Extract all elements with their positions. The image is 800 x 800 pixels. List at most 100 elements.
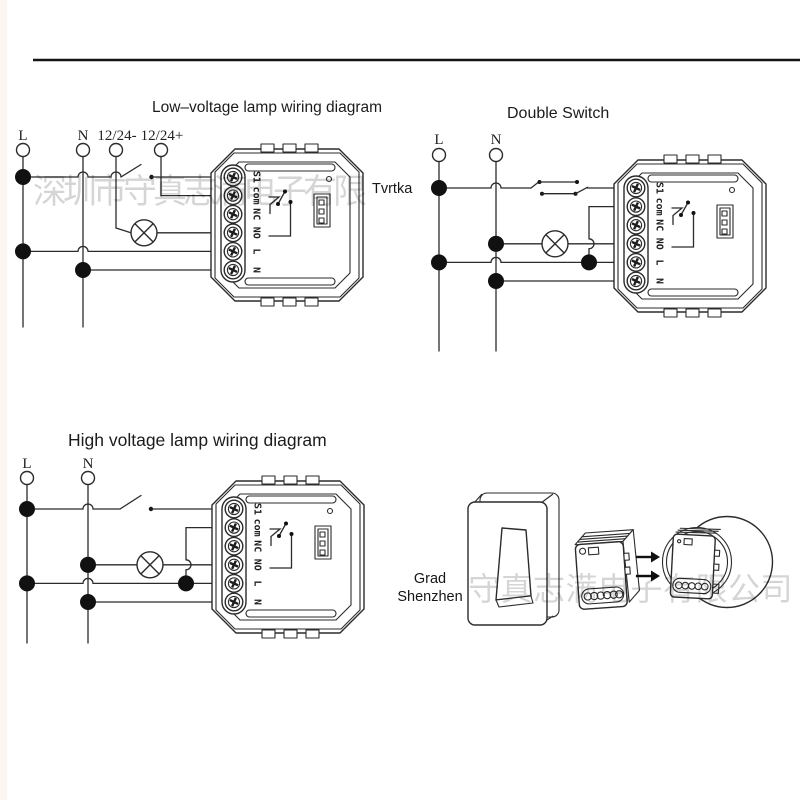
lamp-icon	[130, 219, 158, 247]
terminal-screws	[223, 167, 243, 280]
lv-wire-label-n: N	[78, 128, 89, 144]
module-tab	[283, 629, 298, 639]
low-voltage-title: Low–voltage lamp wiring diagram	[152, 99, 382, 116]
terminal-circle	[80, 470, 96, 486]
junction-dot	[431, 180, 447, 196]
relay-contact-icon	[671, 200, 696, 248]
location-note-line2: Shenzhen	[397, 589, 462, 605]
screw-icon	[626, 178, 646, 198]
pin-connector-icon	[313, 193, 331, 228]
module-top-slot	[244, 163, 336, 172]
wire-l-line	[26, 577, 235, 585]
hv-wire-label-l: L	[22, 456, 31, 472]
module-outer-shell	[613, 159, 767, 313]
junction-dot	[15, 169, 31, 185]
high-voltage-diagram	[19, 470, 235, 644]
screw-icon	[626, 215, 646, 235]
junction-dot	[178, 575, 194, 592]
junction-dot	[431, 254, 447, 271]
terminal-label-com: com	[251, 187, 262, 205]
terminal-label-s1: S1	[654, 182, 665, 194]
terminal-circle	[19, 470, 35, 486]
terminal-label-s1: S1	[252, 503, 263, 515]
double-switch-symbol	[530, 180, 589, 196]
screw-icon	[223, 167, 243, 187]
terminal-label-l: L	[251, 248, 262, 254]
screw-icon	[626, 197, 646, 217]
terminal-label-com: com	[654, 198, 665, 216]
screw-icon	[223, 260, 243, 280]
junction-dot	[75, 262, 91, 278]
screw-icon	[224, 536, 244, 556]
wire-12v-pos	[160, 155, 234, 197]
terminal-label-s1: S1	[251, 171, 262, 183]
smart-switch-module: S1 com NC NO L N	[613, 154, 767, 318]
module-tab	[663, 154, 678, 164]
relay-contact-icon	[269, 521, 294, 569]
terminal-screws	[224, 499, 244, 612]
module-inner-shell	[214, 152, 360, 298]
screw-icon	[224, 499, 244, 519]
screw-icon	[626, 271, 646, 291]
double-switch-title: Double Switch	[507, 105, 609, 122]
terminal-label-l: L	[654, 259, 665, 265]
junction-dot	[488, 273, 504, 289]
page-left-edge	[0, 0, 7, 800]
module-top-slot	[245, 495, 337, 504]
wire-s1-line	[438, 182, 532, 189]
smart-switch-module: S1 com NC NO L N	[210, 143, 364, 307]
led-indicator-icon	[728, 186, 736, 194]
junction-dot	[488, 235, 504, 252]
junction-dot	[15, 243, 31, 260]
screw-icon	[626, 252, 646, 272]
watermark-top: 深圳市守真志满电子有限	[33, 172, 366, 212]
switch-symbol	[119, 494, 154, 512]
wire-s1-line	[22, 171, 122, 178]
screw-icon	[223, 223, 243, 243]
junction-dot	[80, 556, 96, 573]
terminal-label-no: NO	[654, 238, 665, 250]
module-tab	[707, 154, 722, 164]
terminal-label-n: N	[654, 278, 665, 284]
installation-illustration	[467, 492, 774, 626]
modules-layer: S1 com NC NO L N	[210, 143, 767, 639]
terminal-circle	[431, 147, 447, 163]
ds-wire-label-l: L	[434, 132, 443, 148]
terminal-label-com: com	[252, 519, 263, 537]
module-in-box	[669, 527, 721, 600]
module-tab	[305, 629, 320, 639]
terminal-circle	[153, 142, 169, 158]
screw-icon	[224, 555, 244, 575]
location-note-line1: Grad	[414, 571, 446, 587]
junction-dot	[80, 594, 96, 610]
wire-com-link	[185, 526, 235, 585]
screw-icon	[223, 241, 243, 261]
screw-icon	[224, 592, 244, 612]
lamp-icon	[541, 230, 569, 258]
lamp-icon	[136, 551, 164, 579]
wire-s1-line	[26, 503, 121, 510]
terminal-circle	[488, 147, 504, 163]
terminal-label-n: N	[252, 599, 263, 605]
lv-wire-label-12pos: 12/24+	[141, 128, 184, 144]
module-tab	[282, 297, 297, 307]
module-bottom-slot	[647, 288, 739, 297]
module-outer-shell	[211, 480, 365, 634]
screw-icon	[223, 204, 243, 224]
round-junction-box	[661, 515, 774, 609]
insert-arrow-icon	[636, 551, 660, 563]
wire-l-line	[22, 245, 234, 253]
rocker-switch	[495, 527, 534, 608]
module-top-slot	[647, 174, 739, 183]
ds-wire-label-n: N	[491, 132, 502, 148]
pin-connector-icon	[314, 525, 332, 560]
smart-switch-module: S1 com NC NO L N	[211, 475, 365, 639]
module-tab	[663, 308, 678, 318]
terminal-label-no: NO	[251, 227, 262, 239]
led-indicator-icon	[325, 175, 333, 183]
module-tab	[304, 297, 319, 307]
wall-switch-plate	[467, 492, 560, 626]
relay-contact-icon	[268, 189, 293, 237]
